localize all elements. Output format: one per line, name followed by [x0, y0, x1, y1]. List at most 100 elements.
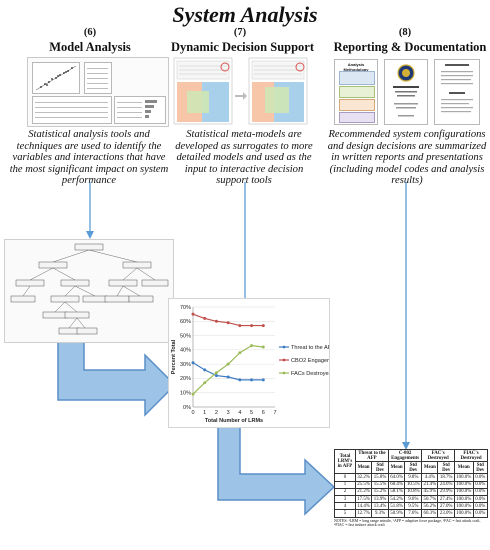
table-cell: 15.5% — [371, 480, 389, 489]
table-cell: 54.2% — [387, 494, 406, 504]
sorted-estimates-thumbnail — [114, 96, 166, 124]
report-thumbnails: Analysis Methodology — [332, 57, 482, 125]
scatter-plot-svg — [35, 65, 77, 91]
table-cell: 17.5% — [354, 494, 373, 504]
table-cell: 9.5% — [404, 502, 423, 511]
legend-label: FACs Destroyed — [291, 371, 329, 377]
table-cell: 50.9% — [387, 509, 406, 518]
table-cell: 0.0% — [472, 480, 489, 489]
text-page-thumbnail — [434, 59, 480, 125]
data-point — [191, 312, 195, 316]
legend-marker — [282, 371, 286, 375]
data-point — [214, 374, 218, 378]
table-cell: 60.4% — [387, 480, 406, 489]
model-analysis-thumbnail — [27, 57, 169, 127]
x-tick-label: 7 — [273, 410, 276, 416]
results-table-container: Total LRM's in AFP Threat to the AFP C-8… — [334, 448, 489, 528]
text-page-svg — [441, 64, 473, 113]
data-point — [226, 375, 230, 379]
y-axis-title: Percent Total — [171, 339, 177, 374]
x-tick-label: 3 — [227, 410, 230, 416]
bent-arrow-to-chart — [57, 339, 177, 417]
table-cell: 13.9% — [371, 494, 389, 504]
regression-tree-svg — [10, 243, 169, 335]
y-tick-label: 60% — [180, 319, 191, 325]
table-cell: 13.4% — [371, 502, 389, 511]
data-point — [191, 392, 195, 396]
table-cell: 60.3% — [421, 509, 439, 518]
data-point — [250, 378, 254, 382]
data-point — [203, 368, 207, 372]
table-cell: 21.4% — [421, 480, 439, 489]
table-cell-lrm-count: 0 — [334, 473, 356, 482]
subheader-mean: Mean — [421, 461, 439, 475]
x-tick-label: 1 — [203, 410, 206, 416]
page-title: System Analysis — [172, 2, 318, 27]
table-cell: 9.3% — [371, 509, 389, 518]
legend-marker — [282, 345, 286, 349]
header-threat: Threat to the AFP — [354, 448, 389, 463]
data-point — [191, 361, 195, 365]
subheader-mean: Mean — [387, 461, 406, 475]
subheader-mean: Mean — [354, 461, 373, 475]
report-page-thumbnail: Analysis Methodology — [334, 59, 378, 125]
data-point — [226, 321, 230, 325]
connector-arrow-8 — [402, 182, 410, 450]
step-8-heading: Reporting & Documentation — [333, 40, 487, 54]
summary-table-thumbnail — [84, 62, 112, 94]
step-8-number: (8) — [398, 27, 412, 38]
subheader-mean: Mean — [453, 461, 474, 475]
table-cell: 0.0% — [472, 487, 489, 496]
table-cell-lrm-count: 1 — [334, 480, 356, 489]
cover-page-thumbnail — [384, 59, 428, 125]
x-tick-label: 2 — [215, 410, 218, 416]
table-cell: 56.2% — [421, 502, 439, 511]
header-total-lrms: Total LRM's in AFP — [334, 448, 356, 475]
report-page-title: Analysis Methodology — [343, 62, 369, 72]
table-cell: 32.2% — [354, 473, 373, 482]
table-cell: 100.0% — [453, 502, 474, 511]
table-cell: 100.0% — [453, 494, 474, 504]
effects-table-thumbnail — [32, 96, 112, 124]
table-cell: 18.7% — [437, 473, 455, 482]
header-facs: FAC's Destroyed — [421, 448, 455, 463]
table-cell: 27.0% — [437, 502, 455, 511]
step-7-description: Statistical meta-models are developed as… — [175, 129, 313, 187]
table-cell: 51.8% — [387, 502, 406, 511]
table-cell: 4.4% — [421, 473, 439, 482]
x-axis-title: Total Number of LRMs — [205, 418, 263, 424]
table-cell-lrm-count: 2 — [334, 487, 356, 496]
table-cell: 100.0% — [453, 509, 474, 518]
y-tick-label: 0% — [183, 405, 191, 411]
y-tick-label: 20% — [180, 376, 191, 382]
subheader-std: Std Dev — [371, 461, 389, 475]
table-cell: 15.8% — [371, 473, 389, 482]
bent-arrow-to-table — [217, 422, 336, 516]
legend-label: CBO2 Engagements — [291, 358, 329, 364]
data-point — [238, 324, 242, 328]
y-tick-label: 30% — [180, 362, 191, 368]
cover-page-svg — [393, 64, 419, 117]
profiler-screens-svg — [173, 57, 308, 125]
table-cell: 0.0% — [472, 473, 489, 482]
data-point — [261, 324, 265, 328]
table-cell: 10.5% — [404, 480, 423, 489]
table-cell: 23.0% — [437, 509, 455, 518]
subheader-std: Std Dev — [472, 461, 489, 475]
table-cell: 9.8% — [404, 473, 423, 482]
table-cell: 50.7% — [421, 494, 439, 504]
data-point — [250, 324, 254, 328]
data-point — [261, 345, 265, 349]
table-cell: 0.0% — [472, 502, 489, 511]
table-cell: 100.0% — [453, 487, 474, 496]
data-point — [203, 381, 207, 385]
connector-arrow-6 — [86, 182, 94, 239]
legend-label: Threat to the AFP — [291, 345, 329, 351]
table-cell: 100.0% — [453, 473, 474, 482]
